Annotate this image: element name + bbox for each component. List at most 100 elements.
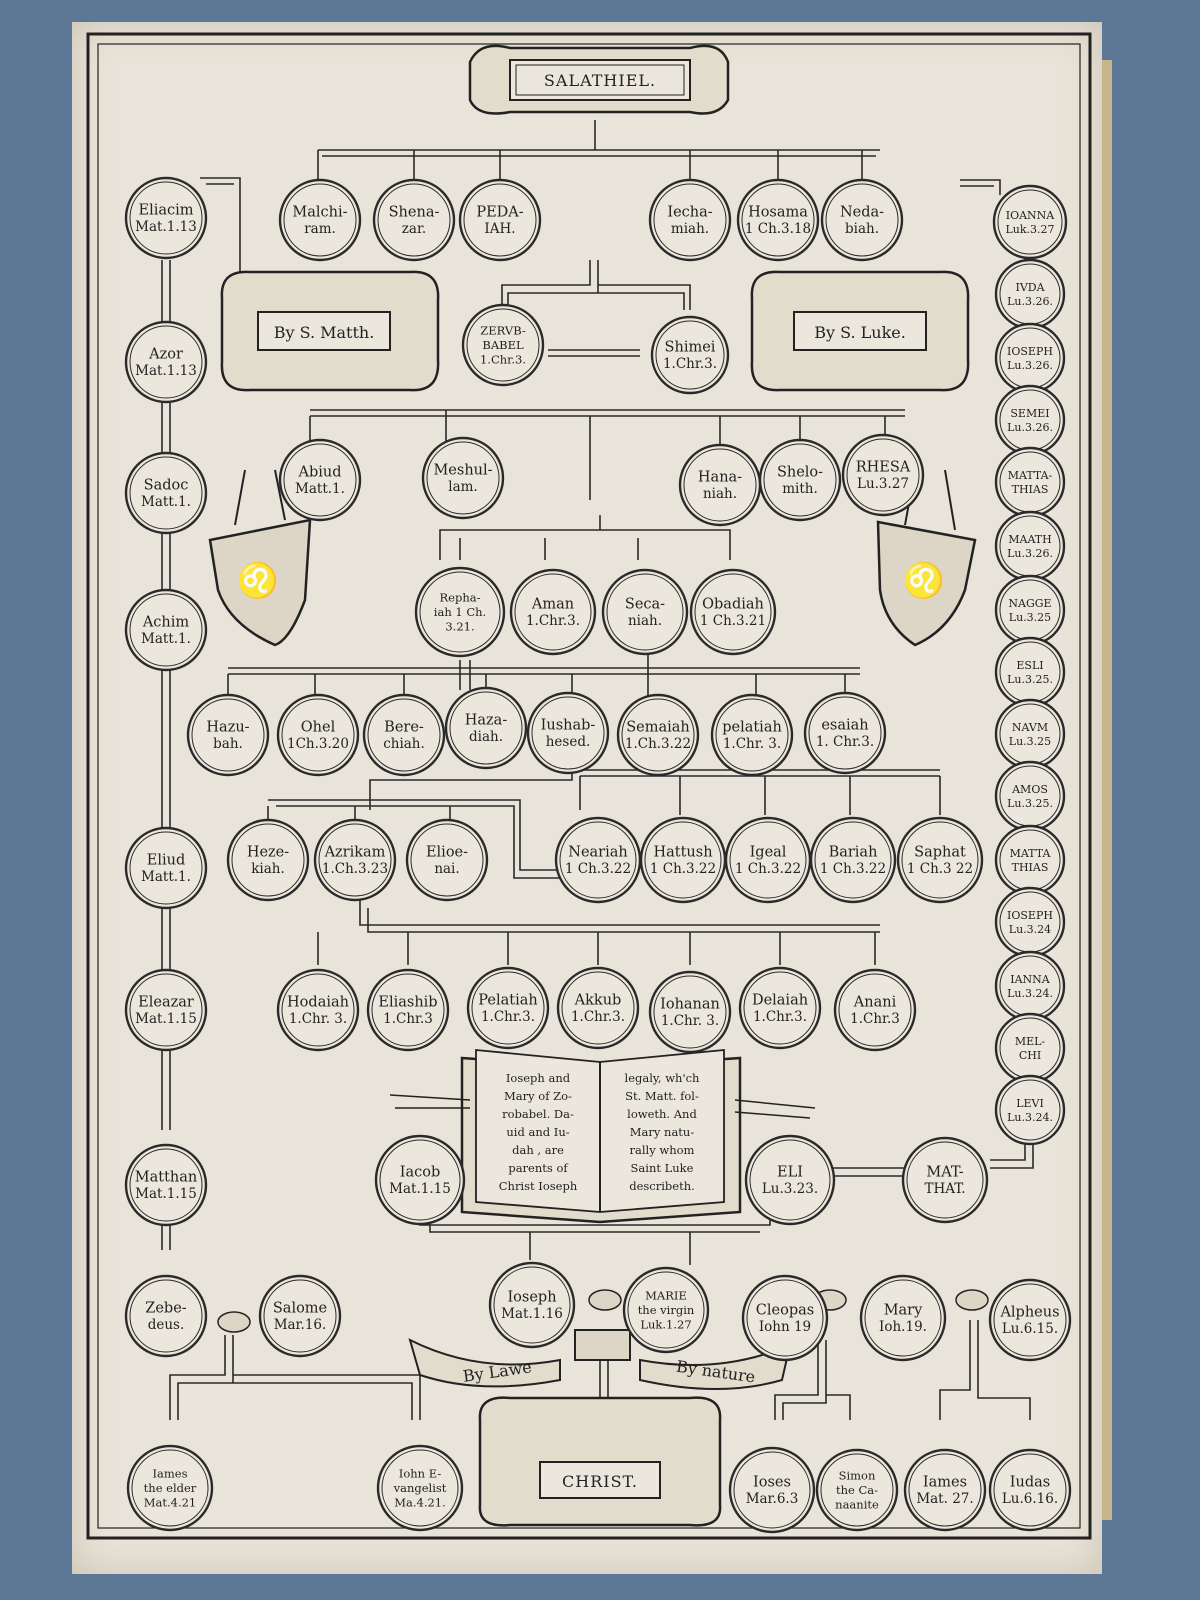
node-text-line: Lu.3.27 <box>857 476 909 492</box>
node-circle <box>124 320 208 404</box>
node-text-line: Alpheus <box>999 1304 1059 1320</box>
node-inner-ring <box>729 821 807 899</box>
node-inner-ring <box>559 821 637 899</box>
node-text-line: ram. <box>304 221 336 237</box>
node-circle <box>728 1446 816 1534</box>
node-text-line: Mat.1.15 <box>135 1011 197 1027</box>
luke-cartouche: By S. Luke. <box>750 270 970 392</box>
node-text-line: IOSEPH <box>1007 909 1053 922</box>
person-node-secaniah: Seca-niah. <box>601 568 689 656</box>
node-text-line: Matt.1. <box>141 631 191 647</box>
node-inner-ring <box>463 183 537 257</box>
node-circle <box>124 968 208 1052</box>
node-text-line: kiah. <box>251 861 285 877</box>
node-text-line: nai. <box>434 861 459 877</box>
node-text-line: 1.Chr. 3. <box>289 1011 347 1027</box>
node-text-line: Hazu- <box>206 719 249 735</box>
book-text-line: parents of <box>508 1161 568 1175</box>
node-text-line: Mary <box>884 1302 923 1318</box>
node-inner-ring <box>377 183 451 257</box>
node-text-line: 1.Chr.3. <box>481 1009 535 1025</box>
node-text-line: Pelatiah <box>478 992 537 1008</box>
node-text-line: Anani <box>853 994 897 1010</box>
person-node-elioenai: Elioe-nai. <box>405 818 489 902</box>
node-text-line: Mar.6.3 <box>746 1491 799 1507</box>
node-inner-ring <box>814 821 892 899</box>
node-circle <box>648 178 732 262</box>
node-inner-ring <box>531 696 605 770</box>
node-text-line: Delaiah <box>752 992 808 1008</box>
node-text-line: biah. <box>845 221 879 237</box>
node-text-line: Azrikam <box>324 844 386 860</box>
node-text-line: Lu.3.26. <box>1007 421 1053 434</box>
node-inner-ring <box>749 1139 831 1221</box>
node-circle <box>124 588 208 672</box>
node-text-line: 1 Ch.3.22 <box>820 861 886 877</box>
node-inner-ring <box>864 1279 942 1357</box>
node-inner-ring <box>379 1139 461 1221</box>
node-text-line: Cleopas <box>756 1302 814 1318</box>
node-circle <box>488 1261 576 1349</box>
node-text-line: Lu.6.16. <box>1002 1491 1058 1507</box>
node-text-line: Eleazar <box>138 994 194 1010</box>
node-text-line: Hana- <box>698 469 742 485</box>
node-circle <box>738 966 822 1050</box>
node-inner-ring <box>129 593 203 667</box>
node-circle <box>809 816 897 904</box>
node-text-line: ZERVB- <box>480 324 526 338</box>
node-circle <box>622 1266 710 1354</box>
node-text-line: Iames <box>923 1474 967 1490</box>
node-text-line: Iohn 19 <box>759 1319 811 1335</box>
node-circle <box>276 693 360 777</box>
node-text-line: iah 1 Ch. <box>434 605 486 619</box>
node-text-line: Iames <box>152 1467 187 1481</box>
node-text-line: the elder <box>144 1481 197 1495</box>
node-text-line: PEDA- <box>476 204 523 220</box>
node-inner-ring <box>318 823 392 897</box>
node-inner-ring <box>901 821 979 899</box>
node-text-line: zar. <box>402 221 426 237</box>
node-text-line: MATTA <box>1010 847 1052 860</box>
node-text-line: 1 Ch.3 22 <box>907 861 973 877</box>
node-text-line: 1 Ch.3.22 <box>565 861 631 877</box>
node-inner-ring <box>283 443 357 517</box>
node-text-line: 1 Ch.3.22 <box>650 861 716 877</box>
node-text-line: 1. Chr.3. <box>816 734 874 750</box>
node-text-line: Matt.1. <box>295 481 345 497</box>
node-text-line: Iohn E- <box>399 1467 442 1481</box>
node-text-line: IANNA <box>1010 973 1051 986</box>
node-circle <box>509 568 597 656</box>
node-text-line: the Ca- <box>836 1483 878 1497</box>
node-text-line: 1.Ch.3.22 <box>625 736 691 752</box>
person-node-meshullam: Meshul-lam. <box>421 436 505 520</box>
node-inner-ring <box>644 821 722 899</box>
node-text-line: 1.Chr.3. <box>663 356 717 372</box>
node-text-line: 1.Chr. 3. <box>723 736 781 752</box>
book-text-line: Saint Luke <box>631 1161 694 1175</box>
node-inner-ring <box>694 573 772 651</box>
node-circle <box>405 818 489 902</box>
node-inner-ring <box>838 973 912 1047</box>
node-circle <box>372 178 456 262</box>
node-circle <box>444 686 528 770</box>
book-text-line: robabel. Da- <box>502 1107 574 1121</box>
book-text-line: Mary natu- <box>630 1125 695 1139</box>
node-text-line: IVDA <box>1015 281 1045 294</box>
node-text-line: Neda- <box>840 204 884 220</box>
node-circle <box>466 966 550 1050</box>
node-text-line: Heze- <box>247 844 289 860</box>
